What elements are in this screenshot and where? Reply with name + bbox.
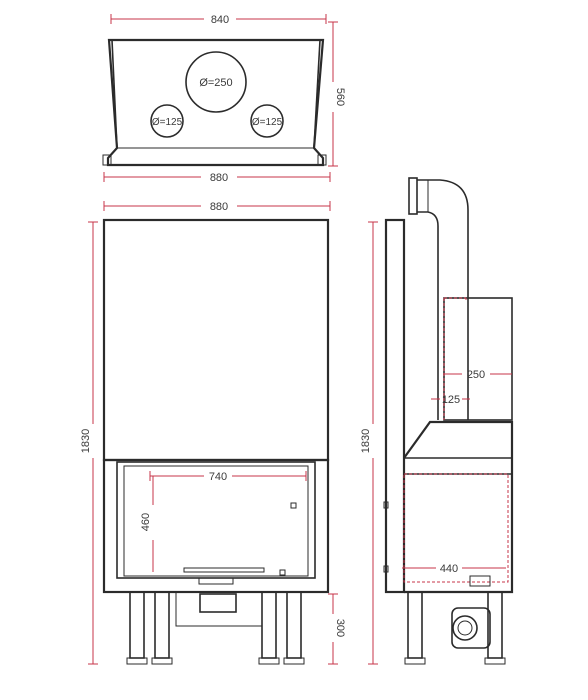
side-view: 250 125 440 <box>360 177 514 665</box>
dim-label-740: 740 <box>209 471 227 483</box>
dim-base-depth: 440 <box>402 563 506 587</box>
side-flue-pipe <box>408 177 469 420</box>
flue-right-circle: Ø=125 <box>250 104 284 138</box>
flue-large-circle: Ø=250 <box>185 51 247 113</box>
dim-flue-inner: 125 <box>431 394 470 406</box>
flue-right-label: Ø=125 <box>252 117 283 128</box>
dim-label-300: 300 <box>334 619 346 637</box>
front-hood <box>102 218 330 462</box>
dim-label-440: 440 <box>440 563 458 575</box>
dim-leg-height: 300 <box>328 593 346 665</box>
dim-flue-offset: 250 <box>443 369 512 381</box>
top-view-body <box>102 38 327 167</box>
dim-label-840: 840 <box>211 14 229 26</box>
dim-top-width-bottom: 880 <box>103 172 331 184</box>
dim-glass-height: 460 <box>140 476 154 572</box>
dim-front-height: 1830 <box>80 221 98 665</box>
flue-left-label: Ø=125 <box>152 117 183 128</box>
dim-side-height: 1830 <box>360 221 378 665</box>
side-firebox <box>383 420 514 594</box>
dim-label-880-front: 880 <box>210 201 228 213</box>
dim-label-460: 460 <box>140 513 152 531</box>
dim-label-1830-side: 1830 <box>360 429 372 453</box>
top-view: 840 Ø=250 Ø=125 Ø=125 <box>102 14 346 184</box>
front-view: 880 740 460 <box>80 201 346 665</box>
dim-top-depth: 560 <box>328 21 346 167</box>
dim-label-880-top: 880 <box>210 172 228 184</box>
dim-front-width: 880 <box>103 201 331 213</box>
flue-large-label: Ø=250 <box>199 77 232 89</box>
dim-label-125: 125 <box>442 394 460 406</box>
dim-glass-width: 740 <box>149 471 307 483</box>
flue-left-circle: Ø=125 <box>150 104 184 138</box>
dim-label-250: 250 <box>467 369 485 381</box>
side-legs <box>404 591 506 665</box>
dim-top-width: 840 <box>110 14 327 26</box>
side-front-panel <box>384 218 406 594</box>
front-legs <box>126 591 305 665</box>
dim-label-560: 560 <box>334 88 346 106</box>
dim-label-1830-front: 1830 <box>80 429 92 453</box>
